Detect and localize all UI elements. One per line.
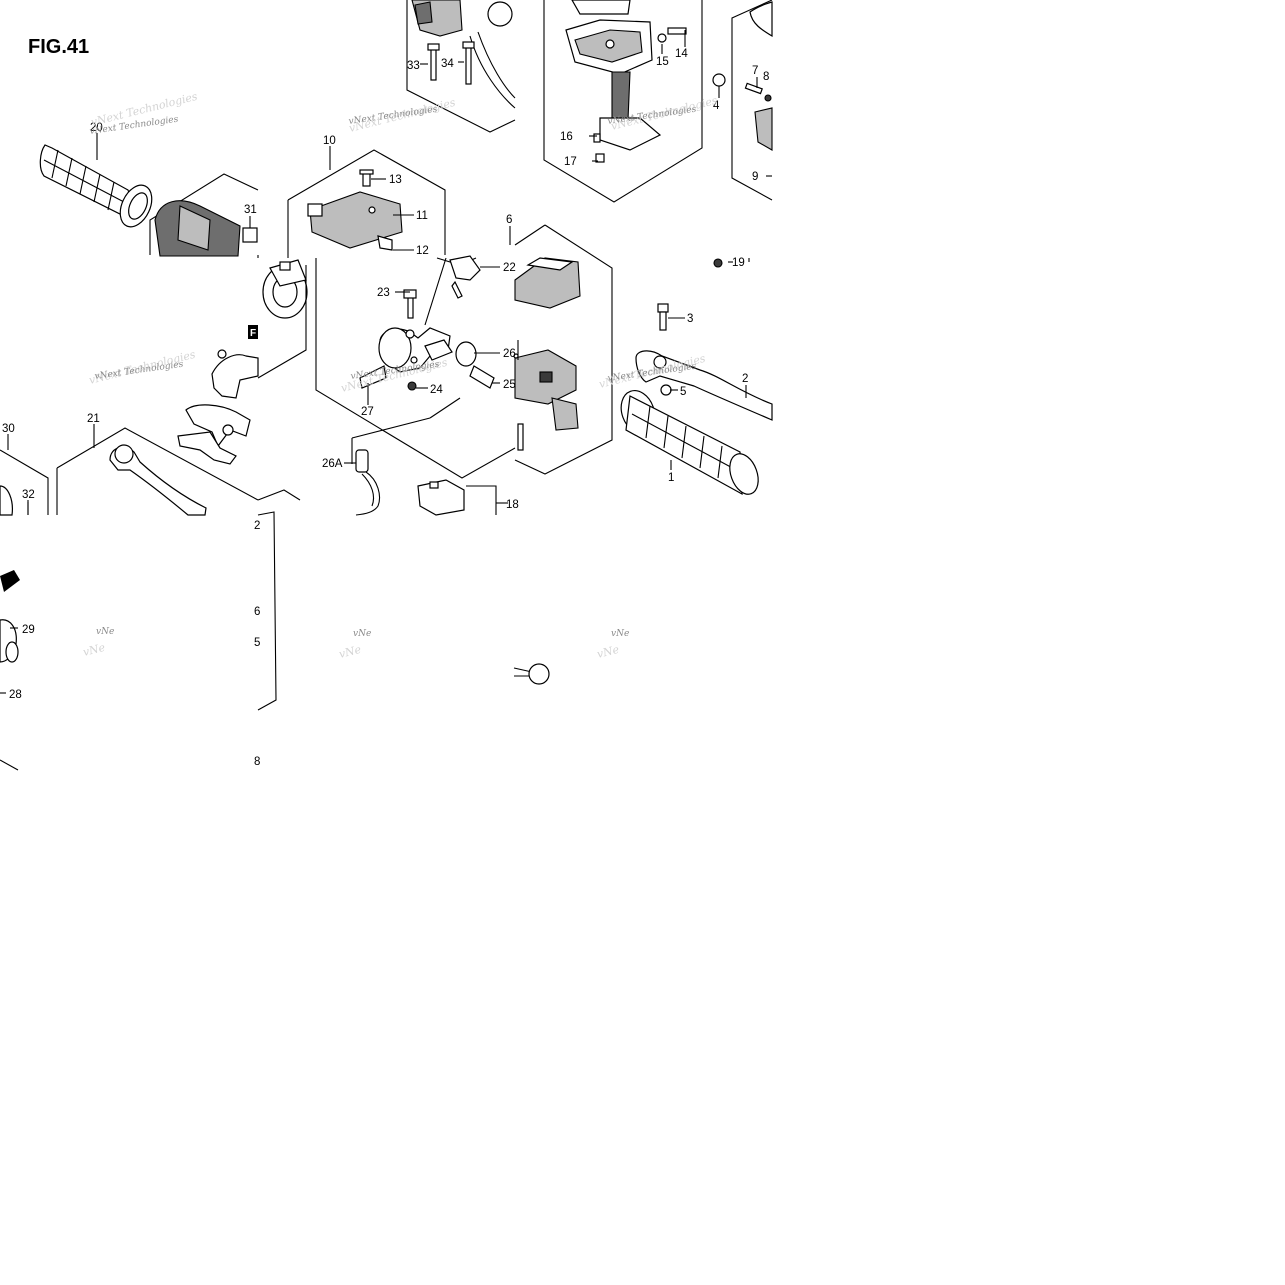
callout-18: 18 bbox=[506, 499, 519, 511]
far-left-box bbox=[0, 449, 49, 516]
callout-22: 22 bbox=[503, 262, 516, 274]
callout-12: 12 bbox=[416, 245, 429, 257]
callout-14: 14 bbox=[675, 48, 688, 60]
left-grip bbox=[39, 144, 153, 228]
callout-32: 32 bbox=[22, 489, 35, 501]
callout-15: 15 bbox=[656, 56, 669, 68]
arrow-icon bbox=[0, 570, 20, 592]
callout-6: 6 bbox=[506, 214, 512, 226]
callout-labels: 20 10 13 11 12 31 6 22 23 24 26 25 27 26… bbox=[2, 48, 769, 768]
callout-3: 3 bbox=[687, 313, 693, 325]
callout-33: 33 bbox=[407, 60, 420, 72]
callout-8: 8 bbox=[763, 71, 769, 83]
callout-fragment-8: 8 bbox=[254, 756, 260, 768]
callout-19: 19 bbox=[732, 257, 745, 269]
svg-text:vNe: vNe bbox=[611, 629, 629, 639]
callout-26: 26 bbox=[503, 348, 516, 360]
lower-left-partial bbox=[0, 570, 20, 771]
right-switch-box bbox=[712, 0, 773, 201]
figure-title: FIG.41 bbox=[28, 36, 90, 58]
callout-24: 24 bbox=[430, 384, 443, 396]
callout-7: 7 bbox=[752, 65, 758, 77]
right-grip bbox=[620, 390, 759, 496]
throttle-ring bbox=[262, 259, 308, 319]
lever-holder-box bbox=[315, 255, 516, 479]
callout-fragment-5: 5 bbox=[254, 637, 260, 649]
callout-28: 28 bbox=[9, 689, 22, 701]
upper-switch-box bbox=[406, 0, 516, 133]
callout-21: 21 bbox=[87, 413, 100, 425]
callout-34: 34 bbox=[441, 58, 454, 70]
right-housing-box bbox=[513, 224, 613, 475]
callout-17: 17 bbox=[564, 156, 577, 168]
callout-10: 10 bbox=[323, 135, 336, 147]
callout-25: 25 bbox=[503, 379, 516, 391]
svg-text:vNe: vNe bbox=[596, 643, 621, 661]
callout-30: 30 bbox=[2, 423, 15, 435]
callout-11: 11 bbox=[416, 210, 428, 222]
callout-1: 1 bbox=[668, 472, 674, 484]
callout-29: 29 bbox=[22, 624, 35, 636]
right-brake-lever bbox=[635, 350, 773, 421]
svg-text:F: F bbox=[250, 328, 256, 339]
leader-lines bbox=[0, 30, 772, 694]
left-lever-box bbox=[56, 427, 301, 711]
svg-text:vNe: vNe bbox=[96, 627, 114, 637]
callout-20: 20 bbox=[90, 122, 103, 134]
left-switch-box bbox=[149, 173, 259, 258]
callout-2: 2 bbox=[742, 373, 748, 385]
callout-13: 13 bbox=[389, 174, 402, 186]
cable-26a bbox=[355, 449, 381, 516]
lever-end-fragment bbox=[513, 663, 550, 685]
callout-fragment-6: 6 bbox=[254, 606, 260, 618]
lever-bracket-box bbox=[543, 0, 703, 203]
left-clip-assembly bbox=[177, 349, 259, 465]
svg-text:vNe: vNe bbox=[338, 643, 363, 661]
svg-text:vNe: vNe bbox=[353, 629, 371, 639]
callout-26a: 26A bbox=[322, 458, 343, 470]
bolt-3 bbox=[657, 303, 669, 331]
switch-18 bbox=[417, 479, 497, 516]
callout-31: 31 bbox=[244, 204, 257, 216]
callout-23: 23 bbox=[377, 287, 390, 299]
callout-fragment-2: 2 bbox=[254, 520, 260, 532]
center-housing-box bbox=[287, 149, 446, 258]
callout-27: 27 bbox=[361, 406, 374, 418]
callout-5: 5 bbox=[680, 386, 686, 398]
front-marker-icon: F bbox=[248, 325, 258, 339]
svg-text:vNe: vNe bbox=[82, 641, 107, 659]
callout-16: 16 bbox=[560, 131, 573, 143]
callout-4: 4 bbox=[713, 100, 720, 112]
callout-9: 9 bbox=[752, 171, 758, 183]
